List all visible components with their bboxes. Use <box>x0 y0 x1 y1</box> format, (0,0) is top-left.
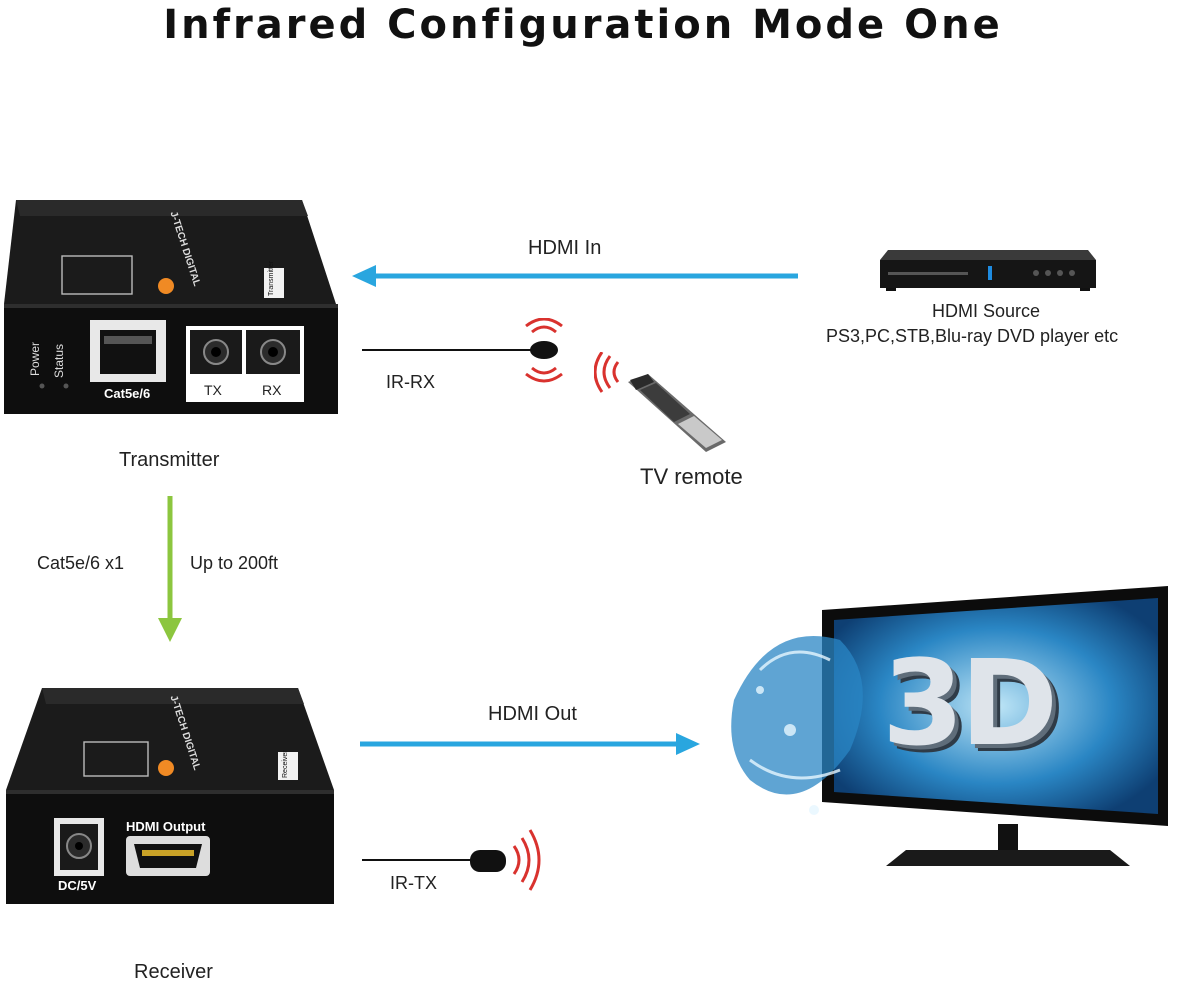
hdmi-out-arrow <box>360 733 700 755</box>
hdmi-in-label: HDMI In <box>528 237 602 259</box>
receiver-side-tag: Receiver <box>282 750 289 778</box>
transmitter-device: Power Status Cat5e/6 TX RX J-TECH DIGITA… <box>2 196 342 418</box>
receiver-label: Receiver <box>134 961 213 983</box>
ir-tx-cable <box>362 829 541 891</box>
source-label-line1: HDMI Source <box>932 301 1041 321</box>
transmitter-side-tag: Transmitter <box>268 260 275 296</box>
transmitter-body <box>4 200 338 414</box>
ir-tx-label: IR-TX <box>390 873 437 893</box>
hdmi-output-port-label: HDMI Output <box>126 819 206 834</box>
hdmi-out-label: HDMI Out <box>488 703 577 725</box>
page-title: Infrared Configuration Mode One <box>163 2 1003 48</box>
receiver-device: J-TECH DIGITAL Receiver DC/5V HDMI Outpu… <box>2 686 338 908</box>
cat-port-label: Cat5e/6 <box>104 386 151 401</box>
receiver-body <box>6 688 334 904</box>
ir-rx-label: IR-RX <box>386 372 435 392</box>
tv-remote-label: TV remote <box>640 464 743 489</box>
blu-ray-player <box>878 248 1098 292</box>
cat-cable-arrow <box>158 496 182 642</box>
transmitter-label: Transmitter <box>119 449 220 471</box>
ir-rx-cable <box>362 318 563 383</box>
tv-screen-graphic <box>731 586 1168 866</box>
source-label-line2: PS3,PC,STB,Blu-ray DVD player etc <box>826 326 1119 346</box>
tx-port-label: TX <box>204 382 222 398</box>
tv-remote <box>594 352 726 452</box>
tv-display: 3D <box>730 580 1196 880</box>
hdmi-in-arrow <box>352 265 798 287</box>
cable-length-label: Up to 200ft <box>190 553 279 573</box>
dc-port-label: DC/5V <box>58 878 97 893</box>
cable-type-label: Cat5e/6 x1 <box>37 553 125 573</box>
rx-port-label: RX <box>262 382 282 398</box>
power-label: Power <box>28 341 42 376</box>
tv-3d-text: 3D <box>882 634 1058 772</box>
status-label: Status <box>52 343 66 378</box>
